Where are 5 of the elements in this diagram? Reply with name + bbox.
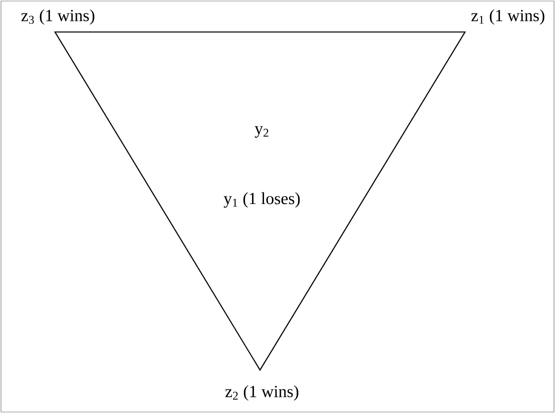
vertex-label: z$_{2}$ (1 wins) (225, 385, 298, 401)
vertex-label: z$_{1}$ (1 wins) (471, 9, 544, 25)
vertex-label: y$_{2}$ (254, 126, 268, 138)
vertex-label: y$_{1}$ (1 loses) (224, 192, 300, 208)
vertex-label: z$_{3}$ (1 wins) (21, 9, 94, 25)
